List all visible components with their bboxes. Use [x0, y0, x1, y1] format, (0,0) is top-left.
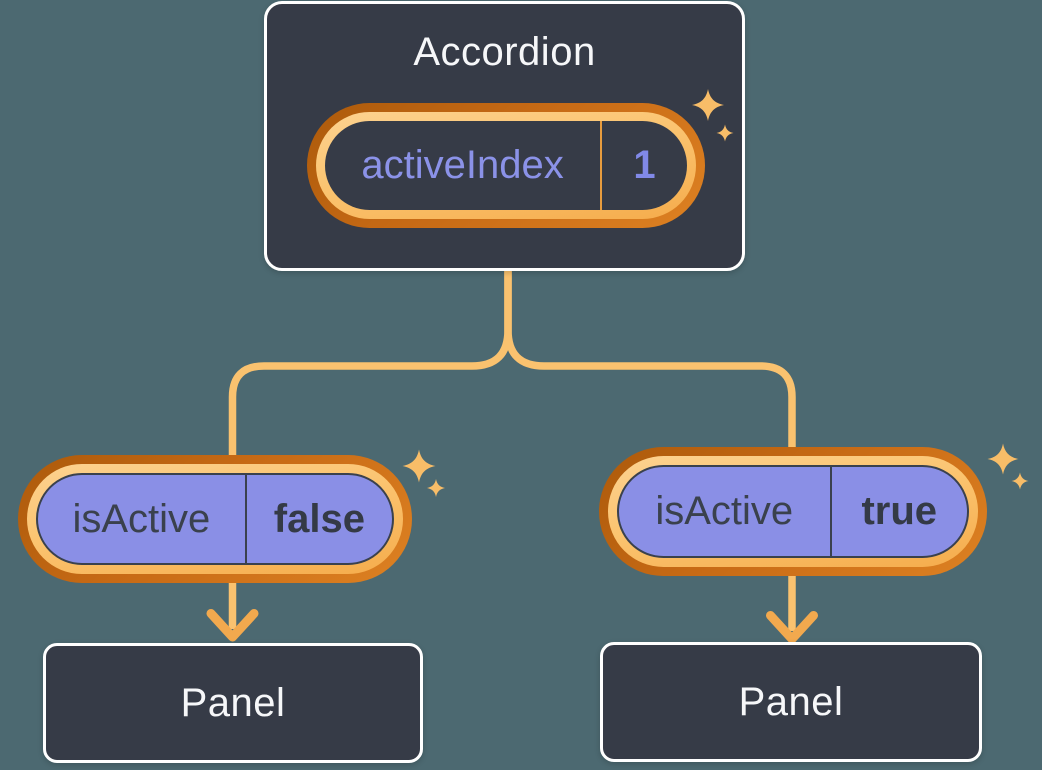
- prop-pill-right: isActive true: [599, 447, 987, 576]
- prop-value: false: [273, 496, 365, 541]
- state-pill-core: activeIndex 1: [325, 121, 687, 210]
- prop-name-segment: isActive: [619, 467, 830, 556]
- state-pill: activeIndex 1: [307, 103, 705, 228]
- panel-component-box-right: Panel: [600, 642, 982, 762]
- pill-divider: [600, 121, 603, 210]
- arrow-down-right-icon: [766, 611, 818, 644]
- prop-value: true: [861, 489, 938, 533]
- sparkle-icon: [692, 89, 724, 121]
- prop-pill-left: isActive false: [18, 455, 412, 583]
- sparkle-icon: [402, 449, 436, 483]
- prop-name: isActive: [72, 496, 211, 541]
- prop-name: isActive: [655, 489, 794, 533]
- state-pill-ring: activeIndex 1: [316, 112, 696, 219]
- prop-value-segment: true: [832, 467, 967, 556]
- pill-divider: [244, 475, 247, 563]
- state-value: 1: [633, 143, 656, 187]
- sparkle-icon: [716, 124, 734, 142]
- pill-divider: [829, 467, 832, 556]
- panel-component-box-left: Panel: [43, 643, 423, 763]
- prop-pill-right-ring: isActive true: [608, 456, 978, 567]
- sparkle-icon: [1011, 472, 1029, 490]
- prop-value-segment: false: [247, 475, 392, 563]
- panel-title: Panel: [180, 680, 286, 725]
- prop-pill-left-core: isActive false: [36, 473, 394, 565]
- arrow-down-left-icon: [206, 609, 259, 642]
- panel-title: Panel: [738, 679, 844, 724]
- prop-pill-left-ring: isActive false: [27, 464, 403, 574]
- sparkle-icon: [987, 443, 1019, 475]
- accordion-title: Accordion: [413, 30, 596, 74]
- state-name: activeIndex: [361, 143, 564, 187]
- prop-pill-right-core: isActive true: [617, 465, 969, 558]
- prop-name-segment: isActive: [38, 475, 245, 563]
- connector-root-to-right-child: [504, 269, 796, 631]
- state-name-segment: activeIndex: [325, 121, 600, 210]
- sparkle-icon: [427, 479, 445, 497]
- state-value-segment: 1: [602, 121, 687, 210]
